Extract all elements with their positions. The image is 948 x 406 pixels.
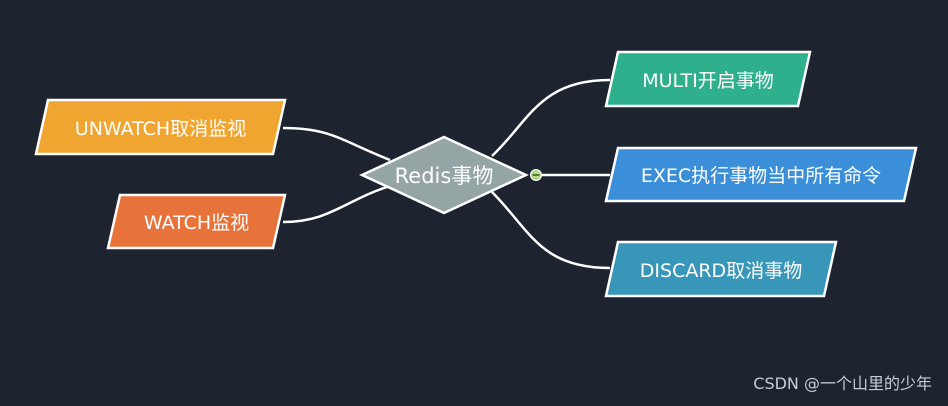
connector-multi — [491, 78, 611, 157]
center-node[interactable] — [359, 135, 529, 215]
node-multi[interactable] — [604, 50, 812, 108]
minus-circle-icon[interactable] — [530, 169, 542, 181]
connector-discard — [491, 191, 611, 270]
watermark: CSDN @一个山里的少年 — [753, 374, 932, 393]
node-unwatch[interactable] — [34, 98, 287, 156]
node-discard[interactable] — [604, 240, 838, 298]
connector-watch — [282, 184, 391, 224]
node-watch[interactable] — [106, 193, 287, 250]
connector-unwatch — [282, 126, 391, 162]
node-exec[interactable] — [604, 146, 918, 203]
